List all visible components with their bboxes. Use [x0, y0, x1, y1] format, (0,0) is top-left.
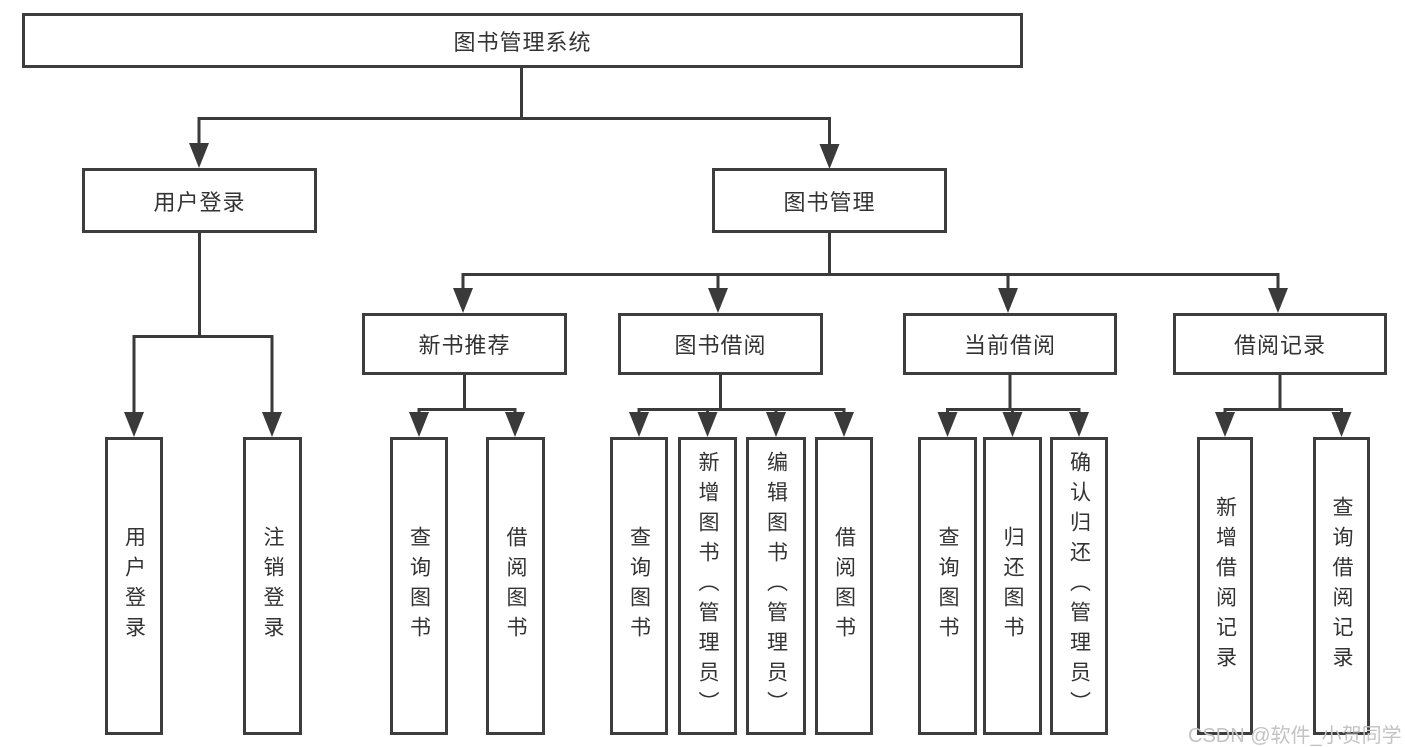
node-label: 查询图书	[936, 526, 959, 646]
node-label: 确认归还（管理员）	[1067, 451, 1091, 721]
node-new-book-recommend: 新书推荐	[362, 313, 567, 375]
node-system-root: 图书管理系统	[22, 13, 1023, 68]
leaf-borrow-books-1: 借阅图书	[486, 437, 545, 735]
leaf-add-borrow-record: 新增借阅记录	[1197, 437, 1253, 735]
leaf-edit-book-admin: 编辑图书（管理员）	[746, 437, 806, 735]
connector-book-borrow-children	[629, 375, 854, 437]
node-label: 图书管理	[783, 189, 876, 215]
node-label: 查询图书	[407, 526, 431, 646]
node-label: 新书推荐	[418, 333, 511, 358]
node-label: 图书管理系统	[453, 29, 592, 55]
leaf-user-login: 用户登录	[105, 437, 163, 735]
connector-root-to-level2	[189, 68, 840, 169]
node-label: 当前借阅	[963, 333, 1056, 358]
node-label: 新增图书（管理员）	[696, 451, 719, 721]
node-label: 图书借阅	[674, 333, 767, 358]
leaf-query-books-1: 查询图书	[390, 437, 448, 735]
leaf-query-books-2: 查询图书	[610, 437, 668, 735]
node-label: 编辑图书（管理员）	[764, 451, 788, 721]
node-book-borrow: 图书借阅	[618, 313, 823, 375]
node-label: 新增借阅记录	[1213, 496, 1237, 676]
node-user-login: 用户登录	[82, 168, 317, 233]
node-label: 归还图书	[1001, 526, 1024, 646]
leaf-confirm-return-admin: 确认归还（管理员）	[1050, 437, 1108, 735]
connector-user-login-children	[124, 233, 282, 437]
node-label: 用户登录	[122, 526, 146, 646]
csdn-watermark: CSDN @软件_小贺同学	[1188, 725, 1402, 747]
node-current-borrow: 当前借阅	[903, 313, 1117, 375]
node-label: 借阅图书	[504, 526, 527, 646]
node-label: 查询借阅记录	[1330, 496, 1353, 676]
node-label: 用户登录	[153, 189, 246, 215]
node-label: 借阅记录	[1233, 333, 1326, 358]
leaf-query-books-3: 查询图书	[918, 437, 977, 735]
connector-new-book-children	[409, 375, 525, 437]
node-borrow-records: 借阅记录	[1173, 313, 1387, 375]
connector-borrow-records-children	[1215, 375, 1352, 437]
node-label: 借阅图书	[832, 526, 856, 646]
connector-current-borrow-children	[937, 375, 1089, 437]
leaf-query-borrow-record: 查询借阅记录	[1313, 437, 1370, 735]
node-label: 注销登录	[261, 526, 284, 646]
leaf-add-book-admin: 新增图书（管理员）	[678, 437, 737, 735]
leaf-logout: 注销登录	[243, 437, 302, 735]
node-label: 查询图书	[627, 526, 651, 646]
connector-book-management-sections	[453, 233, 1288, 313]
node-book-management: 图书管理	[712, 168, 947, 233]
leaf-return-book: 归还图书	[983, 437, 1042, 735]
leaf-borrow-books-2: 借阅图书	[815, 437, 873, 735]
